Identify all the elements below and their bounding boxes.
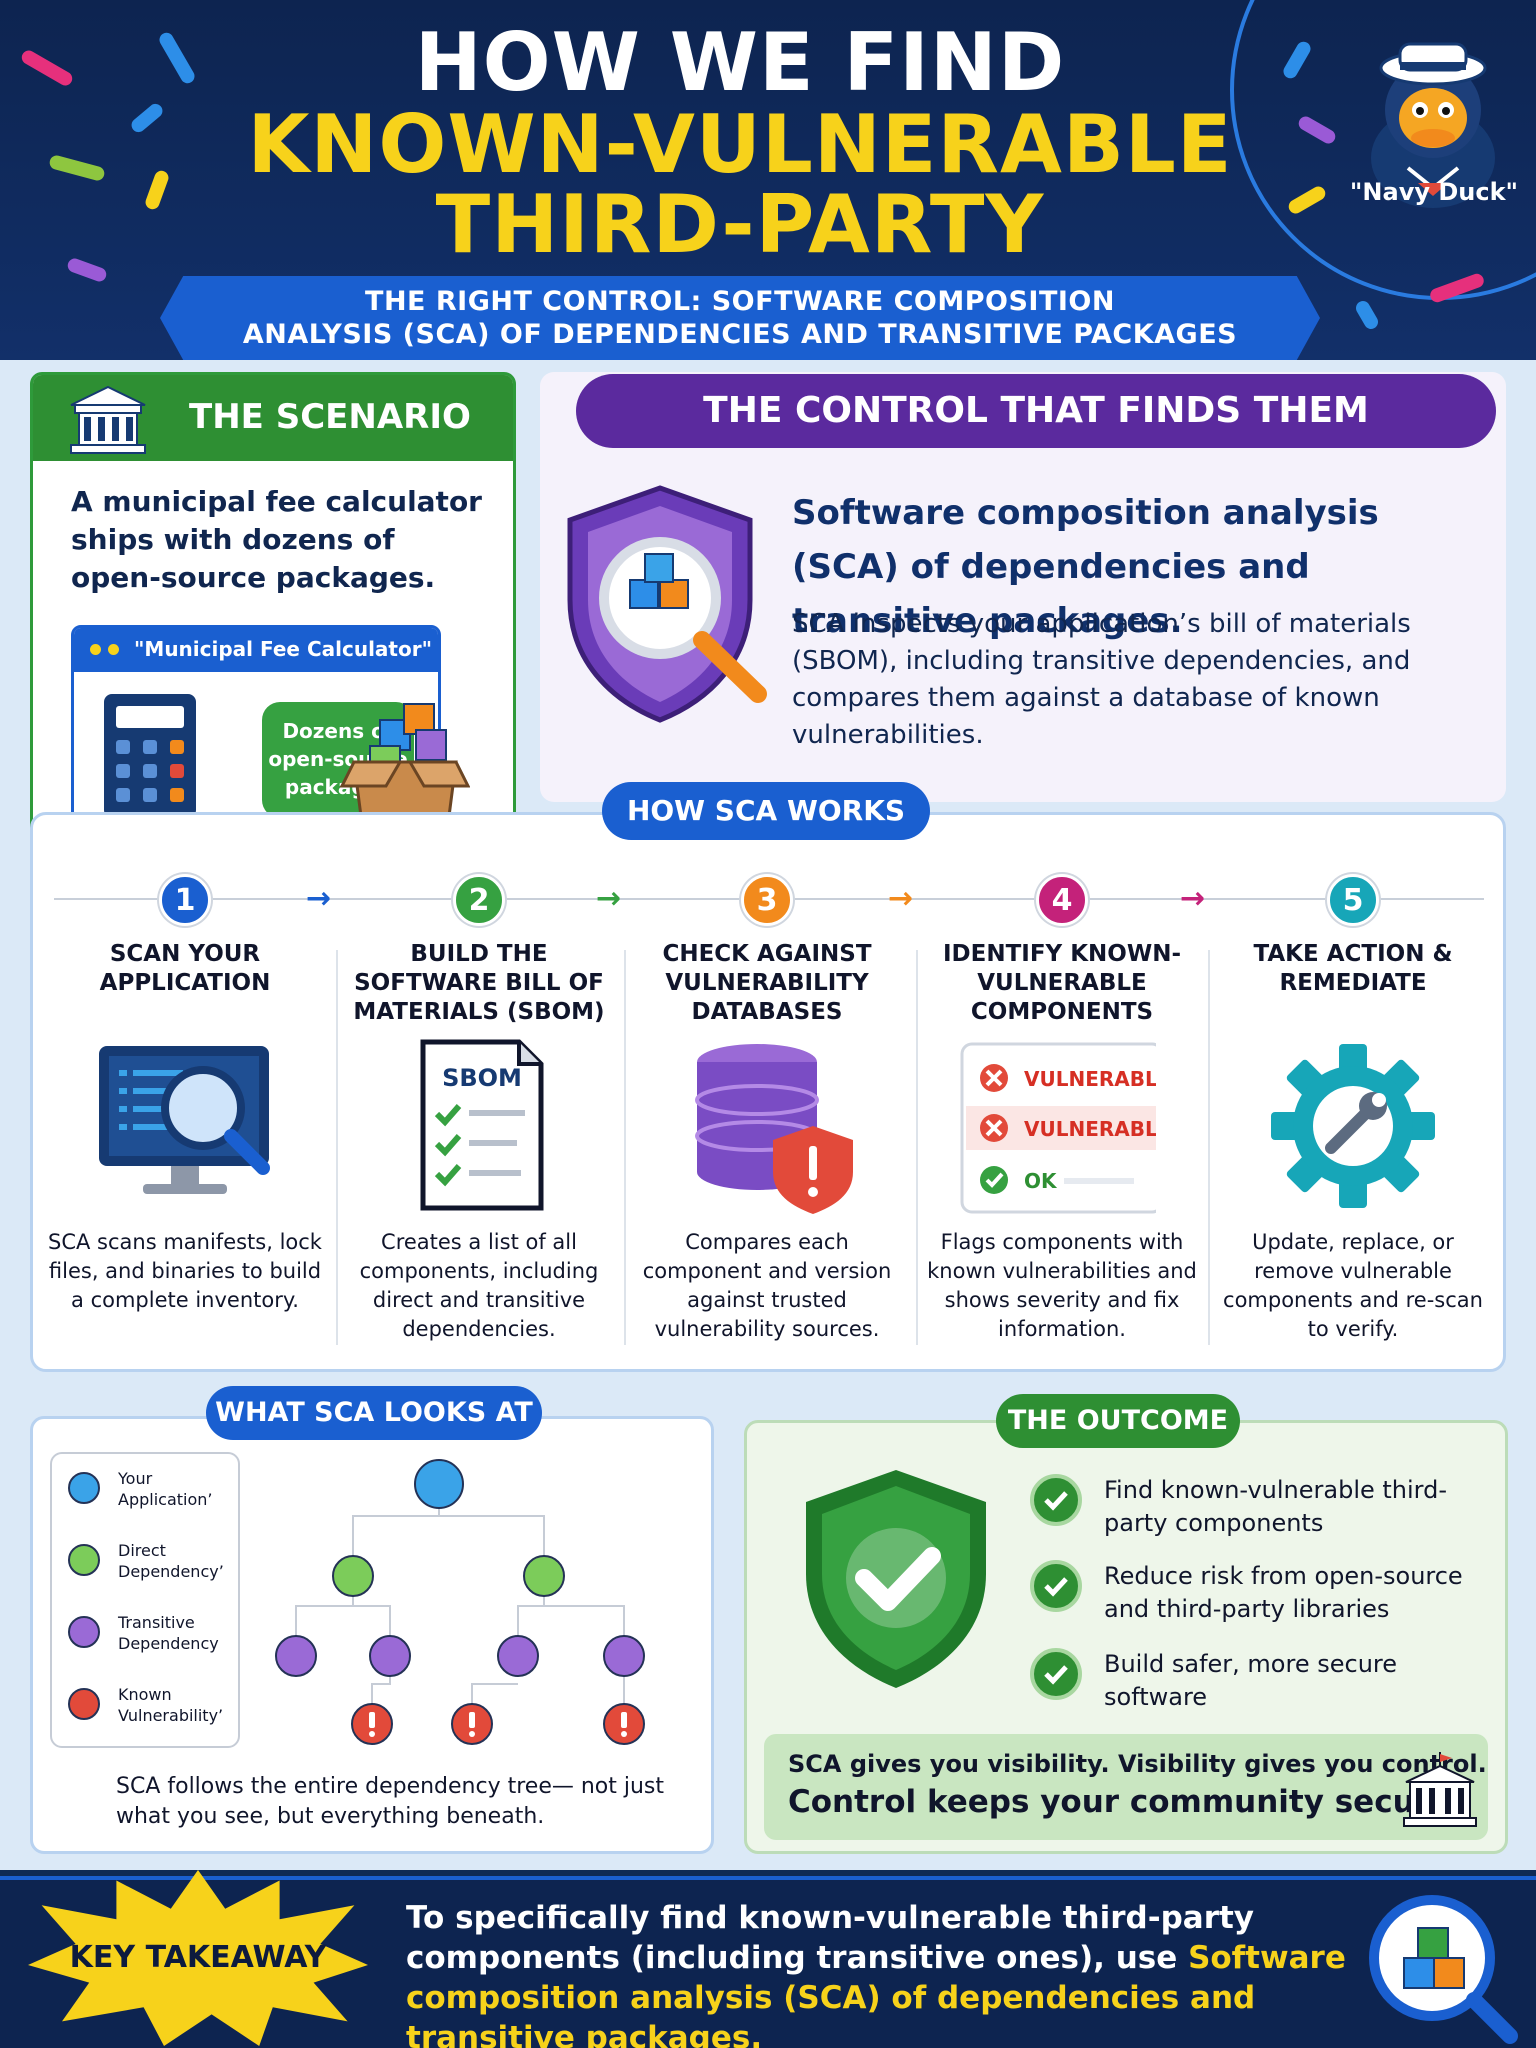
status-vulnerable-2: VULNERABLE (1024, 1117, 1156, 1141)
step-3-title: CHECK AGAINST VULNERABILITY DATABASES (662, 941, 872, 1025)
outcome-banner (764, 1734, 1488, 1840)
step-4-description: Flags components with known vulnerabilit… (927, 1230, 1197, 1341)
step-3-description: Compares each component and version agai… (642, 1230, 892, 1341)
step-1: SCAN YOUR APPLICATION (45, 940, 325, 998)
step-1-description: SCA scans manifests, lock files, and bin… (48, 1230, 322, 1312)
scenario-text: A municipal fee calculator ships with do… (71, 485, 482, 594)
step-2-title: BUILD THE SOFTWARE BILL OF MATERIALS (SB… (353, 941, 605, 1025)
how-sca-works-heading: HOW SCA WORKS (602, 782, 930, 840)
arrow-right-icon: → (888, 881, 914, 916)
application-node-icon (68, 1472, 100, 1504)
step-3-number: 3 (741, 874, 793, 926)
title-line-2: KNOWN-VULNERABLE (247, 98, 1233, 191)
step-divider (624, 950, 626, 1345)
step-2-description: Creates a list of all components, includ… (359, 1230, 599, 1341)
step-5-number: 5 (1327, 874, 1379, 926)
confetti-decoration (48, 153, 106, 183)
step-divider (1208, 950, 1210, 1345)
confetti-decoration (65, 256, 109, 284)
calculator-icon (104, 694, 196, 818)
direct-dependency-node-icon (68, 1544, 100, 1576)
database-alert-icon (695, 1044, 853, 1214)
shield-check-icon (806, 1470, 986, 1688)
arrow-right-icon: → (1180, 881, 1206, 916)
mascot-label: "Navy Duck" (1349, 178, 1519, 206)
step-5-title: TAKE ACTION & REMEDIATE (1253, 941, 1453, 996)
window-dot-icon (90, 644, 101, 655)
subtitle-line-2: ANALYSIS (SCA) OF DEPENDENCIES AND TRANS… (242, 319, 1238, 350)
step-divider (336, 950, 338, 1345)
check-icon (1030, 1474, 1082, 1526)
status-list-icon: VULNERABLE VULNERABLE OK (960, 1042, 1156, 1214)
outcome-text-3: Build safer, more secure software (1104, 1650, 1398, 1711)
step-4-title: IDENTIFY KNOWN-VULNERABLE COMPONENTS (942, 941, 1182, 1025)
outcome-banner-line-2: Control keeps your community secure. (788, 1784, 1463, 1820)
navy-duck-mascot-icon (1371, 42, 1495, 208)
title-line-1: HOW WE FIND (414, 16, 1066, 109)
status-vulnerable-1: VULNERABLE (1024, 1067, 1156, 1091)
window-dot-icon (108, 644, 119, 655)
legend-label-transitive: Transitive Dependency (118, 1613, 219, 1653)
step-1-number: 1 (159, 874, 211, 926)
city-hall-icon (1403, 1752, 1477, 1827)
step-1-title: SCAN YOUR APPLICATION (99, 941, 271, 996)
subtitle-banner: THE RIGHT CONTROL: SOFTWARE COMPOSITION … (160, 276, 1320, 360)
step-5-description: Update, replace, or remove vulnerable co… (1223, 1230, 1483, 1341)
step-divider (916, 950, 918, 1345)
shield-magnifier-icon (567, 485, 767, 723)
legend-label-direct: Direct Dependency’ (118, 1541, 224, 1581)
gear-wrench-icon (1271, 1044, 1435, 1208)
header: HOW WE FIND KNOWN-VULNERABLE THIRD-PARTY… (0, 0, 1536, 370)
confetti-decoration (19, 47, 75, 89)
sbom-document-icon: SBOM (420, 1039, 544, 1211)
dependency-tree-caption: SCA follows the entire dependency tree— … (116, 1774, 665, 1829)
outcome-text-1: Find known-vulnerable third-party compon… (1104, 1476, 1448, 1537)
step-2: BUILD THE SOFTWARE BILL OF MATERIALS (SB… (339, 940, 619, 1027)
outcome-banner-line-1: SCA gives you visibility. Visibility giv… (788, 1750, 1487, 1778)
legend-label-application: Your Application’ (118, 1469, 213, 1509)
key-takeaway-label: KEY TAKEAWAY (69, 1940, 327, 1975)
subtitle-line-1: THE RIGHT CONTROL: SOFTWARE COMPOSITION (365, 286, 1115, 317)
arrow-right-icon: → (306, 881, 332, 916)
legend-label-vulnerability: Known Vulnerability’ (118, 1685, 224, 1725)
magnifier-cubes-icon (1369, 1895, 1518, 2044)
step-3: CHECK AGAINST VULNERABILITY DATABASES (627, 940, 907, 1027)
outcome-heading: THE OUTCOME (996, 1394, 1240, 1448)
check-icon (1030, 1560, 1082, 1612)
vulnerability-node-icon (68, 1688, 100, 1720)
scenario-heading: THE SCENARIO (189, 397, 471, 437)
transitive-dependency-node-icon (68, 1616, 100, 1648)
sbom-label: SBOM (442, 1064, 522, 1092)
dependency-tree-diagram (275, 1459, 645, 1745)
step-4-number: 4 (1036, 874, 1088, 926)
package-box-icon (340, 703, 470, 826)
key-takeaway-text: To specifically find known-vulnerable th… (406, 1898, 1366, 2048)
control-title: Software composition analysis (SCA) of d… (792, 493, 1379, 641)
control-description: SCA inspects your application’s bill of … (792, 609, 1411, 750)
step-2-number: 2 (453, 874, 505, 926)
outcome-text-2: Reduce risk from open-source and third-p… (1104, 1562, 1463, 1623)
key-takeaway-text-part: To specifically find known-vulnerable th… (406, 1900, 1255, 1976)
check-icon (1030, 1648, 1082, 1700)
key-takeaway-highlight: Software composition analysis (SCA) of d… (406, 1940, 1346, 2048)
arrow-right-icon: → (596, 881, 622, 916)
step-4: IDENTIFY KNOWN-VULNERABLE COMPONENTS (922, 940, 1202, 1027)
scenario-header: THE SCENARIO (33, 375, 513, 461)
app-window-title: "Municipal Fee Calculator" (134, 637, 432, 661)
control-heading: THE CONTROL THAT FINDS THEM (576, 374, 1496, 448)
app-window-titlebar: "Municipal Fee Calculator" (74, 628, 438, 672)
monitor-scan-icon (99, 1046, 270, 1194)
city-hall-icon (70, 385, 146, 454)
step-5: TAKE ACTION & REMEDIATE (1213, 940, 1493, 998)
dependency-legend: Your Application’ Direct Dependency’ Tra… (50, 1452, 240, 1748)
what-sca-looks-at-heading: WHAT SCA LOOKS AT (206, 1386, 542, 1440)
status-ok: OK (1024, 1169, 1058, 1193)
